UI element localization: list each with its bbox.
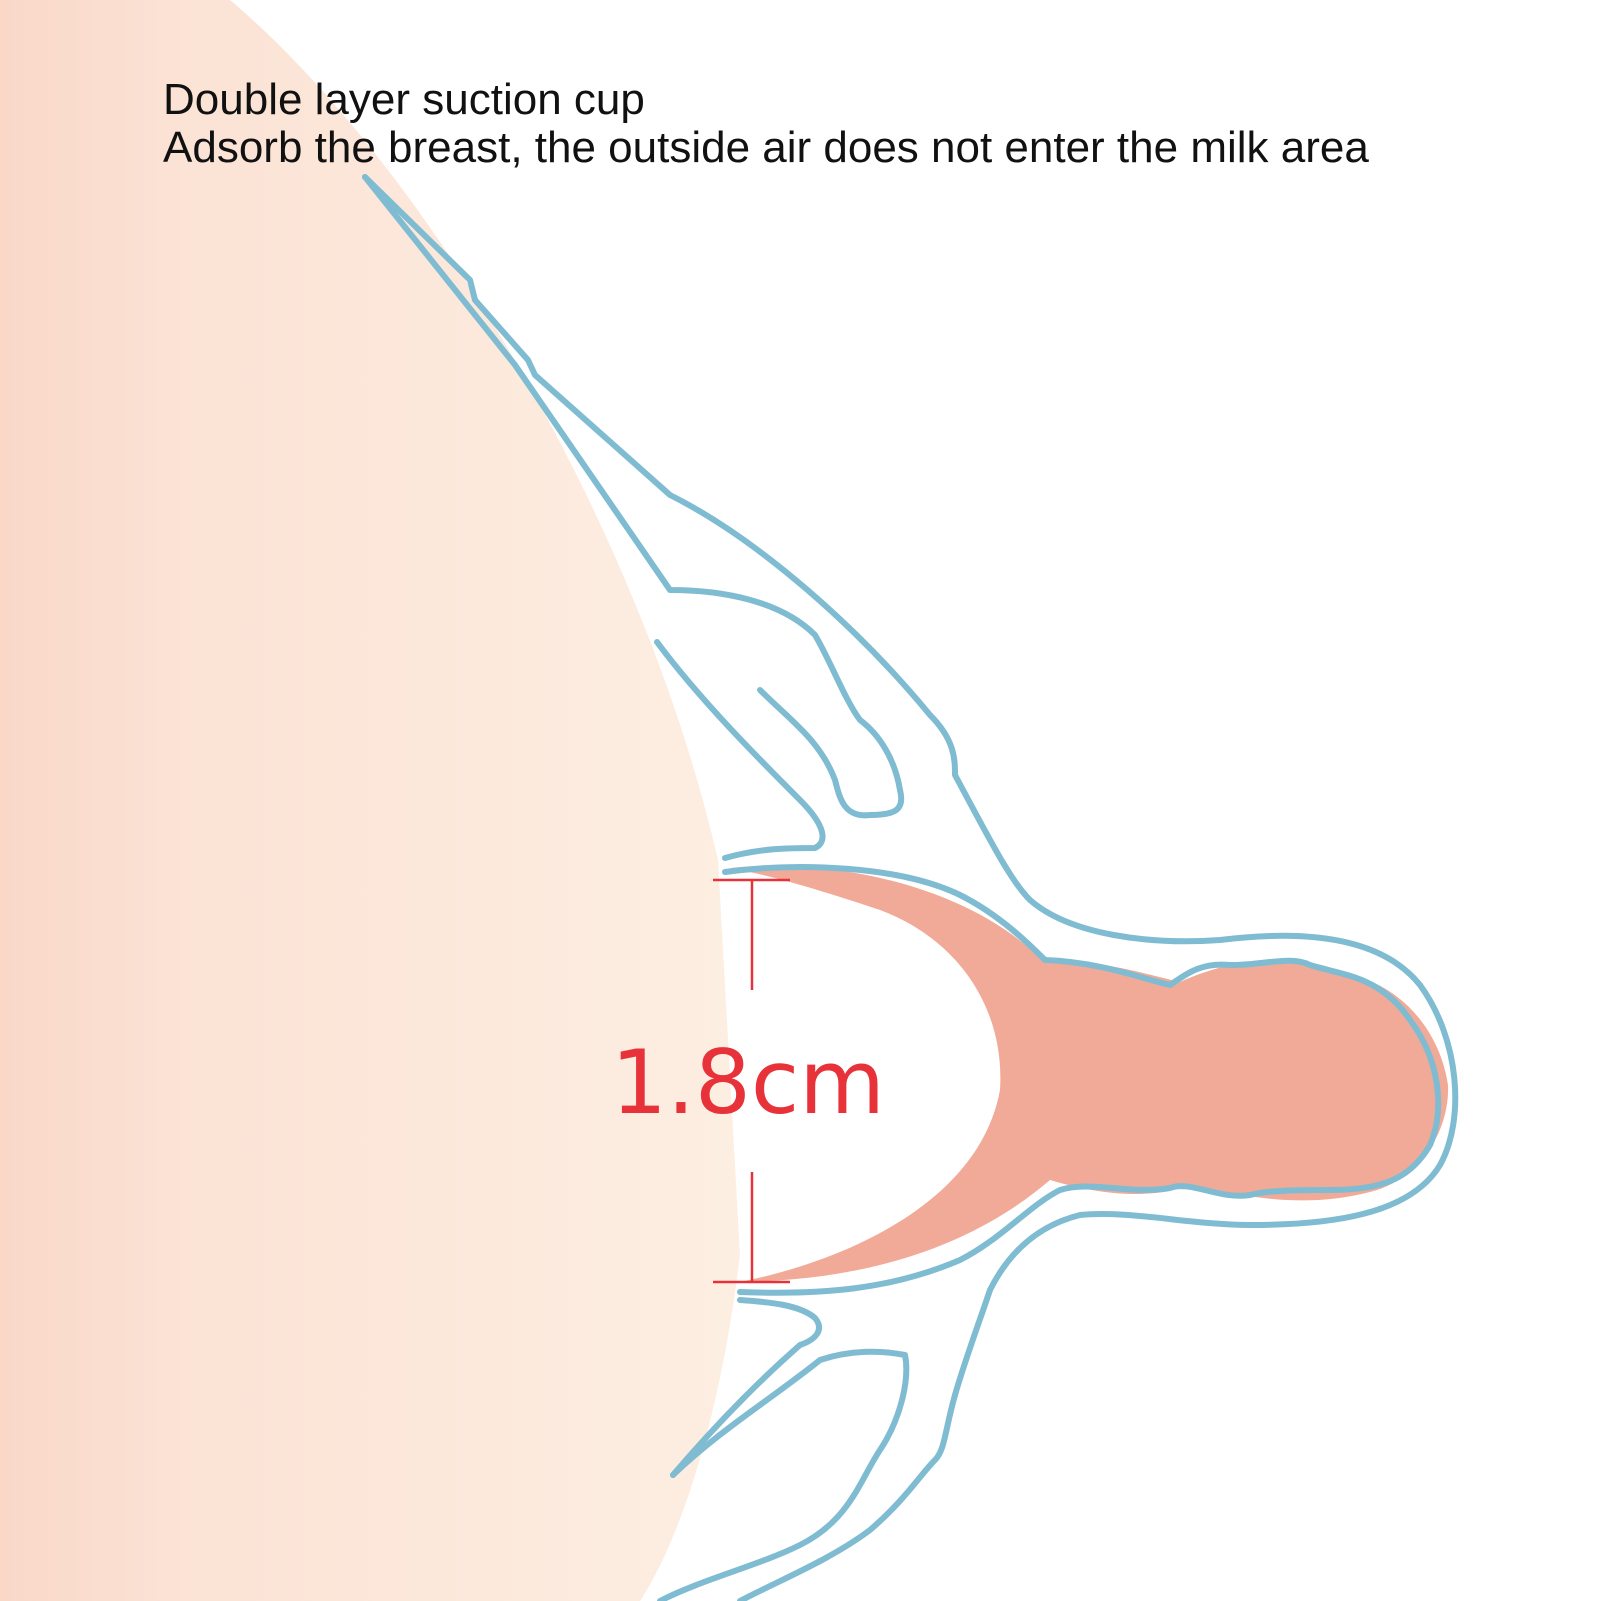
outer-flange-upper <box>362 174 1459 1398</box>
caption-subtitle: Adsorb the breast, the outside air does … <box>163 123 1369 172</box>
inner-layer-lower <box>670 1297 822 1478</box>
dimension-label: 1.8cm <box>611 1031 885 1134</box>
outer-flange-lower-outer <box>737 1392 958 1601</box>
outer-flange-lower <box>657 1348 910 1601</box>
dimension-marker <box>713 878 790 1284</box>
tunnel-outline <box>722 864 1442 1296</box>
outer-flange-upper-inner <box>362 174 905 819</box>
nipple-shape <box>730 865 1449 1282</box>
breast-shape <box>0 0 740 1601</box>
caption-title: Double layer suction cup <box>163 75 645 124</box>
inner-layer-upper <box>654 639 826 861</box>
